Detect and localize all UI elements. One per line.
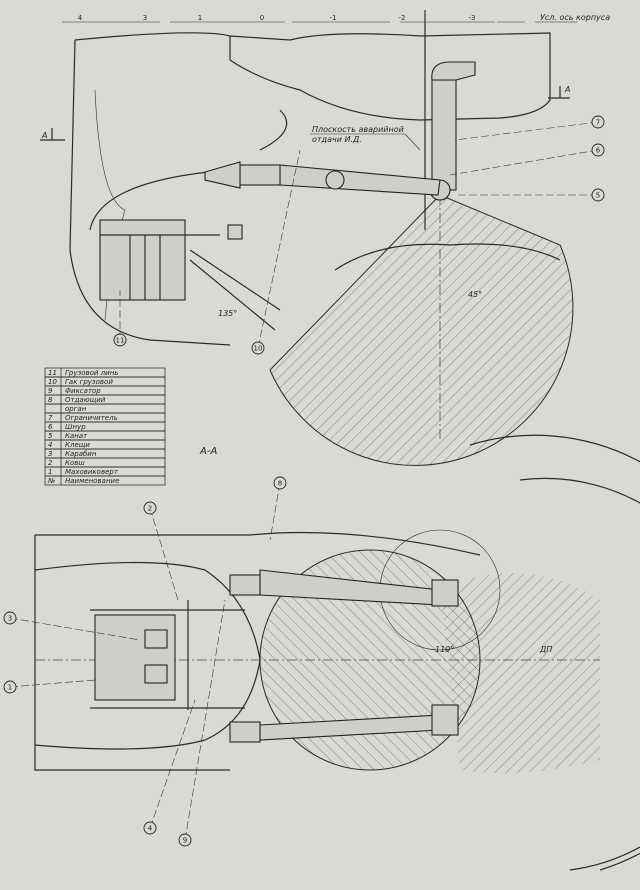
top-view: А А Плоскость аварийной отдачи И.Д. 45° … (40, 32, 574, 466)
callout-circle (178, 833, 192, 847)
legend-name: Маховиковерт (65, 468, 119, 476)
scale-tick: -3 (469, 14, 476, 22)
leader-line (9, 679, 96, 688)
callout-circle (113, 333, 127, 347)
legend-name: Фиксатор (65, 387, 101, 395)
legend-name: Канат (65, 432, 88, 440)
legend-number: 11 (48, 369, 57, 377)
leader-line (149, 699, 196, 829)
scale-tick: -1 (330, 14, 337, 22)
legend-row (44, 403, 166, 414)
legend-row (44, 421, 166, 432)
hull-axis-label: Усл. ось корпуса (540, 13, 610, 22)
legend-name: Ковш (65, 459, 85, 467)
legend-number: 3 (48, 450, 52, 458)
hull-axis-scale: 4 3 1 0 -1 -2 -3 Усл. ось корпуса (62, 10, 610, 230)
callout-number: 1 (8, 684, 12, 692)
angle-110: 110° (435, 645, 454, 654)
plane-label-1: Плоскость аварийной (312, 125, 404, 134)
callout-circle (591, 143, 605, 157)
legend-number: 8 (48, 396, 53, 404)
legend-name: Шнур (65, 423, 86, 431)
callout-number: 4 (148, 825, 153, 833)
leader-line (149, 507, 179, 601)
legend-name: Гак грузовой (65, 378, 113, 386)
legend-number: 7 (48, 414, 53, 422)
legend-name: Грузовой линь (65, 369, 118, 377)
legend-number: 9 (48, 387, 53, 395)
leader-line (184, 599, 226, 841)
scale-tick: -2 (399, 14, 406, 22)
section-mark-left: А (41, 131, 47, 140)
legend-number: 5 (48, 432, 53, 440)
section-title: А-А (199, 446, 217, 457)
callout-number: 6 (596, 147, 601, 155)
callout-number: 11 (116, 337, 125, 345)
callout-circle (3, 680, 17, 694)
callout-number: 5 (596, 192, 600, 200)
angle-135: 135° (218, 309, 237, 318)
leader-line (257, 149, 301, 349)
scale-tick: 4 (78, 14, 83, 22)
legend-row (44, 439, 166, 450)
legend-number: 10 (48, 378, 57, 386)
legend-name: Клещи (65, 441, 90, 449)
legend-name: Карабин (65, 450, 97, 458)
leader-line (269, 482, 281, 541)
plane-label-2: отдачи И.Д. (312, 135, 362, 144)
legend-name: Наименование (65, 477, 119, 485)
section-view: 110° ДП (34, 434, 640, 871)
legend-name: орган (65, 405, 87, 413)
legend-number: 4 (48, 441, 52, 449)
callout-circle (143, 501, 157, 515)
callout-circle (251, 341, 265, 355)
callout-number: 7 (596, 119, 600, 127)
callout-circle (273, 476, 287, 490)
legend-row (44, 448, 166, 459)
leader-line (454, 121, 599, 141)
legend-row (44, 457, 166, 468)
callout-circle (591, 115, 605, 129)
legend-number: 2 (48, 459, 53, 467)
callout-number: 3 (8, 615, 12, 623)
scale-tick: 3 (143, 14, 147, 22)
hatched-sector (269, 194, 574, 466)
leader-line (449, 149, 599, 176)
legend-number: № (47, 477, 55, 485)
legend-row (44, 475, 166, 486)
legend-number: 6 (48, 423, 53, 431)
scale-tick: 1 (198, 14, 202, 22)
legend-row (44, 430, 166, 441)
legend-row (44, 385, 166, 396)
centerline-dp: ДП (539, 645, 552, 654)
section-mark-right: А (564, 85, 570, 94)
callout-circle (591, 188, 605, 202)
legend-name: Отдающий (65, 396, 106, 404)
callout-number: 10 (254, 345, 263, 353)
callout-circle (3, 611, 17, 625)
legend-number: 1 (48, 468, 52, 476)
callout-number: 8 (278, 480, 282, 488)
scale-tick: 0 (260, 14, 264, 22)
callout-number: 2 (148, 505, 152, 513)
callout-number: 9 (183, 837, 187, 845)
angle-45: 45° (468, 290, 482, 299)
legend-name: Ограничитель (65, 414, 118, 422)
callout-circle (143, 821, 157, 835)
